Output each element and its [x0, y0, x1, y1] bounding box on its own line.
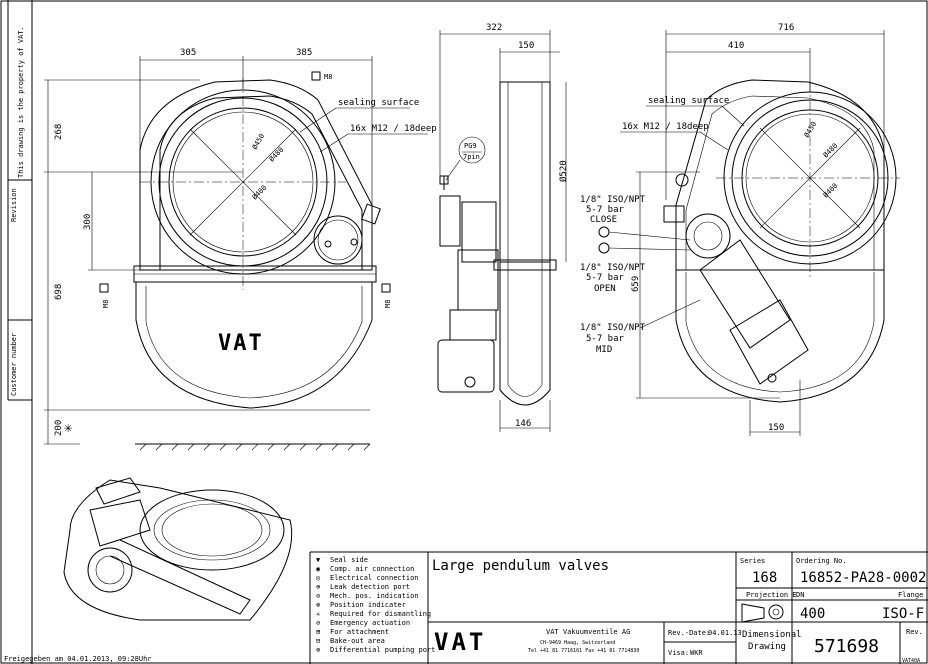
dim-716: 716 [778, 23, 794, 33]
legend-item-label: Bake-out area [330, 637, 385, 645]
legend-item-label: For attachment [330, 628, 389, 636]
rear-dia-450: Ø450 [803, 120, 818, 139]
visa-value: WKR [690, 649, 703, 657]
ordering-label: Ordering No. [796, 557, 847, 565]
rev-label: Rev. [906, 628, 923, 636]
rear-sealing-surface: sealing surface [648, 96, 729, 106]
customer-number-label: Customer number [10, 333, 18, 396]
dim-305: 305 [180, 48, 196, 58]
port-close-1: 1/8" ISO/NPT [580, 195, 646, 205]
legend-symbol-icon: ⊙ [316, 592, 320, 600]
m8-right-label: M8 [384, 300, 392, 308]
rear-dim-150: 150 [768, 423, 784, 433]
dim-385: 385 [296, 48, 312, 58]
legend-item-label: Required for dismantling [330, 610, 431, 618]
rev-date-label: Rev.-Date: [668, 629, 710, 637]
dismantle-asterisk: ✳ [64, 420, 73, 436]
legend-symbol-icon: ▼ [316, 556, 321, 564]
series-label: Series [740, 557, 765, 565]
port-open-1: 1/8" ISO/NPT [580, 263, 646, 273]
port-mid-3: MID [596, 345, 612, 355]
front-sealing-surface: sealing surface [338, 98, 419, 108]
doc-type-line2: Drawing [748, 642, 786, 652]
drawing-number: 571698 [814, 636, 879, 657]
legend-item-label: Position indicater [330, 601, 406, 609]
property-note: This drawing is the property of VAT. [17, 26, 25, 178]
projection-symbol [741, 603, 784, 623]
legend-symbol-icon: ⊘ [316, 619, 320, 627]
visa-label: Visa: [668, 649, 689, 657]
dim-520: Ø520 [558, 160, 569, 182]
front-view: Ø450 Ø480 Ø400 VAT 305 385 268 698 300 2… [44, 48, 437, 451]
ordering-value: 16852-PA28-0002 [800, 570, 926, 586]
doc-type-line1: Dimensional [742, 630, 802, 640]
legend-symbol-icon: ⊚ [316, 646, 320, 654]
m8-top-label: M8 [324, 73, 332, 81]
projection-label: Projection E [746, 591, 797, 599]
dim-698: 698 [54, 284, 64, 300]
rear-view: Ø450 Ø480 Ø400 716 410 659 150 sealing s… [620, 23, 900, 436]
footer-stamp: Freigegeben am 04.01.2013, 09:28Uhr [4, 655, 152, 663]
series-value: 168 [752, 570, 777, 586]
flange-value: ISO-F [882, 606, 924, 622]
company-phone: Tel +41 81 7716161 Fax +41 81 7714830 [528, 648, 639, 654]
legend-item-label: Comp. air connection [330, 565, 414, 573]
pins-label: 7pin [463, 153, 480, 161]
drawing-title: Large pendulum valves [432, 558, 609, 574]
legend-item-label: Leak detection port [330, 583, 410, 591]
isometric-view [63, 477, 293, 621]
legend: ▼ Seal side ◉ Comp. air connection ◎ Electric… [309, 551, 928, 664]
dn-value: 400 [800, 606, 825, 622]
front-vat-logo: VAT [218, 331, 264, 356]
port-close-3: CLOSE [590, 215, 617, 225]
legend-symbol-icon: ⊗ [316, 601, 320, 609]
legend-item-label: Electrical connection [330, 574, 419, 582]
dim-659: 659 [631, 276, 641, 292]
port-open-3: OPEN [594, 284, 616, 294]
pg9-label: PG9 [464, 142, 477, 150]
legend-item-label: Differential pumping port [330, 646, 435, 654]
dim-200: 200 [54, 420, 64, 436]
front-dia-450: Ø450 [251, 132, 266, 151]
legend-symbol-icon: ⊞ [316, 628, 321, 636]
dim-300: 300 [83, 214, 93, 230]
rear-dia-400: Ø400 [822, 182, 840, 200]
dn-label: DN [796, 591, 804, 599]
legend-item-label: Emergency actuation [330, 619, 410, 627]
dim-268: 268 [54, 124, 64, 140]
side-view: 322 150 Ø520 146 PG9 7pin [437, 23, 569, 432]
port-open-2: 5-7 bar [586, 273, 625, 283]
dim-146: 146 [515, 419, 531, 429]
legend-item-label: Mech. pos. indication [330, 592, 419, 600]
dim-322: 322 [486, 23, 502, 33]
rear-dia-480: Ø480 [822, 142, 840, 160]
legend-symbol-icon: ✳ [316, 610, 321, 618]
legend-symbol-icon: ◎ [316, 574, 321, 582]
company-logo: VAT [434, 628, 486, 656]
legend-item-label: Seal side [330, 556, 368, 564]
legend-symbol-icon: ⊕ [316, 583, 321, 591]
m8-left-label: M8 [102, 300, 110, 308]
revision-label: Revision [10, 188, 18, 222]
footer-code: VAT40A [902, 658, 920, 664]
port-mid-2: 5-7 bar [586, 334, 625, 344]
port-close-2: 5-7 bar [586, 205, 625, 215]
legend-symbol-icon: ⊟ [316, 637, 320, 645]
rear-thread-note: 16x M12 / 18deep [622, 122, 709, 132]
sidebar: This drawing is the property of VAT. Rev… [4, 0, 152, 664]
company-name: VAT Vakuumventile AG [546, 628, 630, 636]
company-address: CH-9469 Haag, Switzerland [540, 640, 615, 646]
title-block: Large pendulum valves Series 168 Orderin… [427, 552, 928, 664]
front-thread-note: 16x M12 / 18deep [350, 124, 437, 134]
dim-410: 410 [728, 41, 744, 51]
port-mid-1: 1/8" ISO/NPT [580, 323, 646, 333]
flange-label: Flange [898, 591, 923, 599]
front-dia-480: Ø480 [268, 146, 286, 164]
rev-date-value: 04.01.13 [708, 629, 742, 637]
side-dim-150: 150 [518, 41, 534, 51]
legend-symbol-icon: ◉ [316, 565, 320, 573]
